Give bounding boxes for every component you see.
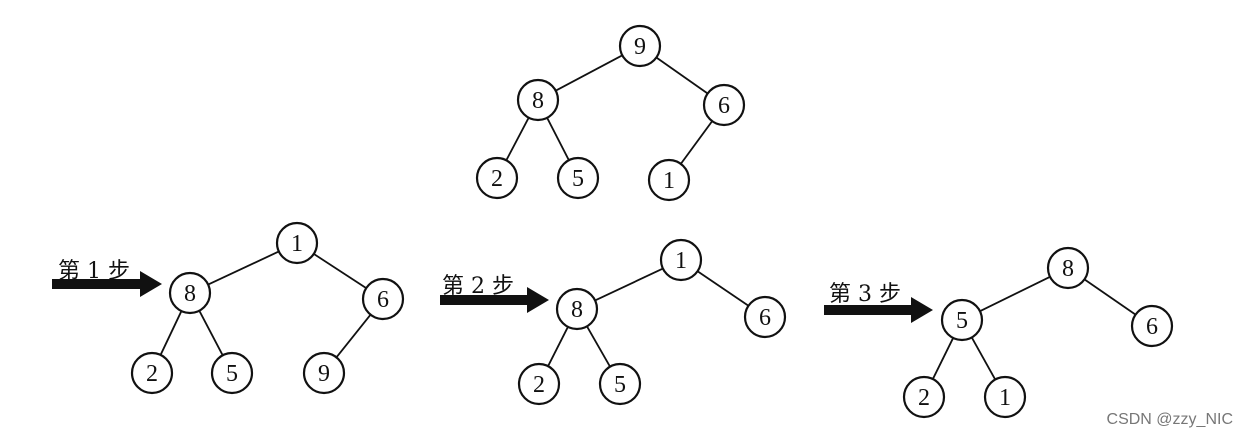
step-arrow-icon bbox=[440, 287, 549, 313]
tree-edge bbox=[680, 120, 713, 165]
node-circle bbox=[517, 362, 561, 406]
tree-node: 8 bbox=[1046, 246, 1090, 290]
tree-node: 2 bbox=[130, 351, 174, 395]
node-value: 9 bbox=[318, 361, 330, 387]
tree-node: 1 bbox=[659, 238, 703, 282]
tree-edge bbox=[970, 337, 997, 380]
tree-node: 9 bbox=[618, 24, 662, 68]
node-circle bbox=[475, 156, 519, 200]
tree-node: 8 bbox=[168, 271, 212, 315]
tree-node: 9 bbox=[302, 351, 346, 395]
tree-step2: 1 8 6 2 5 bbox=[517, 238, 787, 406]
watermark: CSDN @zzy_NIC bbox=[1106, 411, 1233, 428]
tree-edge bbox=[198, 310, 224, 356]
tree-edge bbox=[505, 117, 530, 161]
tree-edge bbox=[697, 270, 749, 307]
tree-node: 6 bbox=[361, 277, 405, 321]
step-arrow-icon bbox=[824, 297, 933, 323]
step-label: 第 3 步 bbox=[829, 282, 901, 307]
tree-node: 2 bbox=[902, 375, 946, 419]
node-value: 8 bbox=[571, 297, 583, 323]
node-value: 2 bbox=[146, 361, 158, 387]
node-circle bbox=[702, 83, 746, 127]
node-value: 6 bbox=[377, 287, 389, 313]
node-circle bbox=[130, 351, 174, 395]
node-value: 8 bbox=[532, 88, 544, 114]
tree-initial: 9 8 6 2 5 1 bbox=[475, 24, 746, 202]
node-circle bbox=[1046, 246, 1090, 290]
node-circle bbox=[940, 298, 984, 342]
tree-node: 8 bbox=[555, 287, 599, 331]
node-value: 6 bbox=[1146, 314, 1158, 340]
node-value: 1 bbox=[999, 385, 1011, 411]
tree-step3: 8 5 6 2 1 bbox=[902, 246, 1174, 419]
node-circle bbox=[659, 238, 703, 282]
node-value: 6 bbox=[718, 93, 730, 119]
tree-edge bbox=[555, 54, 623, 92]
step-label: 第 2 步 bbox=[442, 274, 514, 299]
tree-edge bbox=[1083, 278, 1137, 316]
tree-edge bbox=[313, 253, 367, 289]
node-value: 2 bbox=[491, 166, 503, 192]
node-circle bbox=[743, 295, 787, 339]
node-value: 5 bbox=[226, 361, 238, 387]
node-value: 8 bbox=[184, 281, 196, 307]
tree-edge bbox=[207, 250, 280, 286]
node-circle bbox=[598, 362, 642, 406]
node-circle bbox=[1130, 304, 1174, 348]
tree-edge bbox=[335, 314, 372, 358]
tree-node: 6 bbox=[1130, 304, 1174, 348]
node-circle bbox=[902, 375, 946, 419]
node-value: 8 bbox=[1062, 256, 1074, 282]
node-value: 2 bbox=[918, 385, 930, 411]
node-circle bbox=[275, 221, 319, 265]
node-value: 6 bbox=[759, 305, 771, 331]
tree-edge bbox=[594, 267, 664, 302]
tree-node: 2 bbox=[475, 156, 519, 200]
node-circle bbox=[983, 375, 1027, 419]
tree-edge bbox=[586, 325, 611, 368]
tree-node: 1 bbox=[647, 158, 691, 202]
node-circle bbox=[618, 24, 662, 68]
node-circle bbox=[556, 156, 600, 200]
tree-node: 1 bbox=[275, 221, 319, 265]
tree-node: 5 bbox=[556, 156, 600, 200]
node-value: 2 bbox=[533, 372, 545, 398]
node-circle bbox=[647, 158, 691, 202]
tree-node: 8 bbox=[516, 78, 560, 122]
node-circle bbox=[168, 271, 212, 315]
node-circle bbox=[555, 287, 599, 331]
tree-node: 6 bbox=[702, 83, 746, 127]
tree-node: 6 bbox=[743, 295, 787, 339]
tree-node: 5 bbox=[940, 298, 984, 342]
tree-edge bbox=[546, 117, 570, 161]
tree-edge bbox=[159, 310, 183, 356]
tree-edge bbox=[655, 56, 709, 95]
node-circle bbox=[210, 351, 254, 395]
tree-node: 5 bbox=[598, 362, 642, 406]
node-circle bbox=[302, 351, 346, 395]
node-value: 5 bbox=[572, 166, 584, 192]
node-value: 5 bbox=[956, 308, 968, 334]
step-arrow-icon bbox=[52, 271, 162, 297]
tree-edge bbox=[932, 337, 954, 380]
tree-node: 1 bbox=[983, 375, 1027, 419]
node-value: 1 bbox=[291, 231, 303, 257]
node-circle bbox=[361, 277, 405, 321]
tree-step1: 1 8 6 2 5 9 bbox=[130, 221, 405, 395]
tree-node: 5 bbox=[210, 351, 254, 395]
node-value: 5 bbox=[614, 372, 626, 398]
node-value: 1 bbox=[663, 168, 675, 194]
tree-edge bbox=[547, 326, 569, 367]
node-value: 1 bbox=[675, 248, 687, 274]
tree-edge bbox=[979, 276, 1051, 312]
node-value: 9 bbox=[634, 34, 646, 60]
tree-node: 2 bbox=[517, 362, 561, 406]
node-circle bbox=[516, 78, 560, 122]
